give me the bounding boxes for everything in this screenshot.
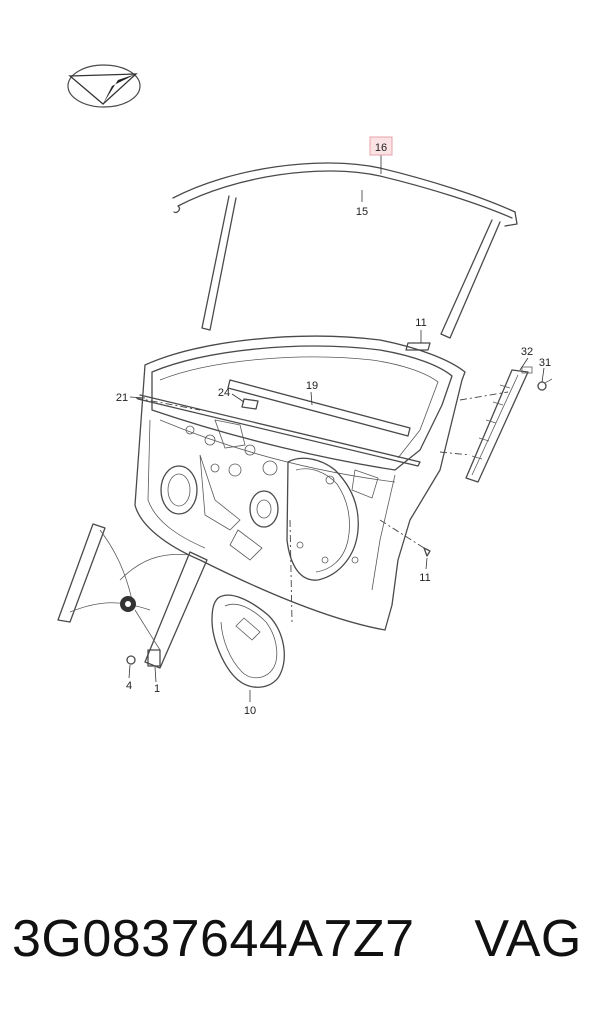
handle-trim-part-10 (211, 594, 285, 688)
window-regulator-part-1 (57, 523, 208, 669)
callout-21: 21 (116, 392, 128, 404)
nut-part-4 (126, 655, 136, 665)
leader-lines (128, 155, 545, 702)
callout-4: 4 (126, 680, 132, 692)
brand-logo-icon (67, 64, 141, 108)
callout-labels: 16 15 11 32 31 21 19 24 11 4 1 10 (116, 142, 551, 717)
callout-19: 19 (306, 380, 318, 392)
door-shell (134, 335, 466, 631)
brand-name: VAG (474, 910, 582, 968)
outer-window-strip-part-19 (137, 379, 421, 467)
callout-24: 24 (218, 387, 230, 399)
callout-11-bottom: 11 (419, 572, 430, 584)
screw-part-31 (537, 378, 553, 391)
callout-31: 31 (539, 357, 551, 369)
trim-strip-part-32 (465, 366, 533, 483)
clip-part-11-top (405, 342, 431, 351)
callout-10: 10 (244, 705, 256, 717)
part-number-caption: 3G0837644A7Z7 VAG (12, 904, 582, 974)
highlight-box-part-16 (369, 136, 393, 156)
callout-32: 32 (521, 346, 533, 358)
screw-part-11-bottom (423, 547, 431, 557)
part-number: 3G0837644A7Z7 (12, 910, 415, 968)
callout-16: 16 (375, 142, 387, 154)
bracket-part-24 (241, 398, 259, 410)
callout-1: 1 (154, 683, 160, 695)
callout-11-top: 11 (415, 317, 426, 329)
window-seal-part-15-16 (172, 162, 518, 339)
callout-15: 15 (356, 206, 368, 218)
